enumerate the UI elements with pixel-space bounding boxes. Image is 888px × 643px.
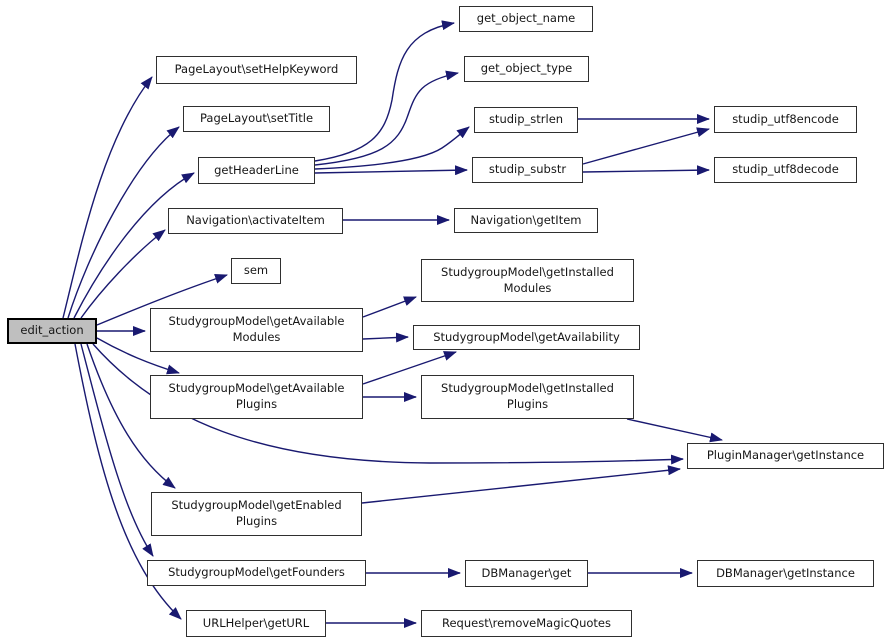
edge-edit-action--pagelayout-sethelpkeyword [62, 76, 153, 319]
node-get-object-type[interactable]: get_object_type [464, 56, 589, 82]
edge-getheaderline--get-object-name [314, 20, 455, 162]
edge-studygroup-getinst-plugins--pluginmanager-getinstance [626, 418, 723, 443]
edge-studygroup-getenabled-plugins--pluginmanager-getinstance [361, 465, 681, 504]
edge-edit-action--urlhelper-geturl [74, 343, 182, 620]
node-edit-action[interactable]: edit_action [7, 318, 97, 344]
node-getheaderline[interactable]: getHeaderLine [198, 157, 315, 184]
node-label: get_object_type [480, 61, 573, 76]
node-label: PageLayout\setTitle [199, 111, 314, 126]
node-label: StudygroupModel\getInstalled Modules [441, 264, 614, 295]
edge-edit-action--studygroup-getenabled-plugins [86, 343, 176, 489]
edge-edit-action--pagelayout-settitle [67, 126, 180, 319]
node-label: StudygroupModel\getFounders [168, 565, 345, 580]
edge-edit-action--sem [96, 274, 228, 326]
node-studygroup-getavail-plugins[interactable]: StudygroupModel\getAvailable Plugins [150, 375, 363, 419]
node-label: StudygroupModel\getAvailable Plugins [168, 381, 345, 411]
node-label: Navigation\getItem [470, 212, 582, 227]
node-studygroup-getfounders[interactable]: StudygroupModel\getFounders [147, 560, 366, 586]
node-request-removemagicquotes[interactable]: Request\removeMagicQuotes [421, 610, 632, 637]
node-dbmanager-get[interactable]: DBManager\get [465, 560, 588, 587]
node-label: URLHelper\getURL [202, 615, 310, 630]
node-studip-substr[interactable]: studip_substr [472, 157, 583, 183]
edge-edit-action--getheaderline [73, 172, 195, 319]
edge-studygroup-getavail-modules--studygroup-getinst-modules [362, 296, 417, 318]
node-label: getHeaderLine [214, 162, 299, 177]
node-label: get_object_name [476, 11, 576, 26]
node-studygroup-getinst-modules[interactable]: StudygroupModel\getInstalled Modules [421, 259, 634, 302]
node-label: edit_action [20, 323, 84, 338]
edge-studip-substr--studip-utf8encode [582, 127, 710, 165]
node-get-object-name[interactable]: get_object_name [459, 6, 593, 32]
node-studygroup-getinst-plugins[interactable]: StudygroupModel\getInstalled Plugins [421, 375, 634, 419]
edge-edit-action--studygroup-getfounders [80, 343, 154, 557]
node-label: studip_strlen [488, 112, 564, 127]
edge-getheaderline--get-object-type [314, 70, 459, 166]
node-dbmanager-getinstance[interactable]: DBManager\getInstance [697, 560, 874, 587]
node-label: StudygroupModel\getInstalled Plugins [441, 381, 614, 411]
node-label: studip_utf8decode [732, 162, 839, 177]
edge-edit-action--navigation-activateitem [80, 229, 166, 319]
node-navigation-getitem[interactable]: Navigation\getItem [454, 208, 598, 233]
node-label: studip_utf8encode [732, 111, 839, 126]
node-label: PageLayout\setHelpKeyword [174, 62, 339, 77]
node-pluginmanager-getinstance[interactable]: PluginManager\getInstance [687, 443, 884, 469]
edge-studygroup-getavail-modules--studygroup-getavailability [362, 332, 409, 343]
node-label: Request\removeMagicQuotes [442, 615, 611, 630]
node-label: PluginManager\getInstance [706, 448, 865, 463]
node-urlhelper-geturl[interactable]: URLHelper\getURL [186, 610, 326, 637]
node-label: Navigation\activateItem [186, 213, 325, 228]
node-label: DBManager\getInstance [716, 565, 855, 580]
node-label: StudygroupModel\getAvailability [433, 329, 620, 344]
node-label: StudygroupModel\getAvailable Modules [168, 314, 345, 344]
edge-studip-substr--studip-utf8decode [582, 165, 710, 176]
node-pagelayout-sethelpkeyword[interactable]: PageLayout\setHelpKeyword [156, 56, 357, 84]
node-pagelayout-settitle[interactable]: PageLayout\setTitle [183, 106, 330, 132]
edge-getheaderline--studip-substr [314, 165, 468, 176]
node-label: DBManager\get [481, 565, 572, 580]
node-sem[interactable]: sem [231, 258, 281, 284]
node-studip-utf8encode[interactable]: studip_utf8encode [714, 106, 857, 133]
node-studip-utf8decode[interactable]: studip_utf8decode [714, 157, 857, 183]
node-label: StudygroupModel\getEnabled Plugins [171, 498, 342, 528]
edge-getheaderline--studip-strlen [314, 126, 470, 170]
edge-studygroup-getavail-plugins--studygroup-getavailability [362, 351, 457, 385]
node-studygroup-getavailability[interactable]: StudygroupModel\getAvailability [413, 325, 640, 350]
node-label: sem [243, 263, 269, 278]
node-navigation-activateitem[interactable]: Navigation\activateItem [168, 208, 343, 234]
edge-edit-action--studygroup-getavail-plugins [96, 337, 180, 375]
node-label: studip_substr [488, 162, 567, 177]
node-studygroup-getavail-modules[interactable]: StudygroupModel\getAvailable Modules [150, 308, 363, 352]
node-studip-strlen[interactable]: studip_strlen [474, 107, 578, 133]
node-studygroup-getenabled-plugins[interactable]: StudygroupModel\getEnabled Plugins [151, 492, 362, 536]
